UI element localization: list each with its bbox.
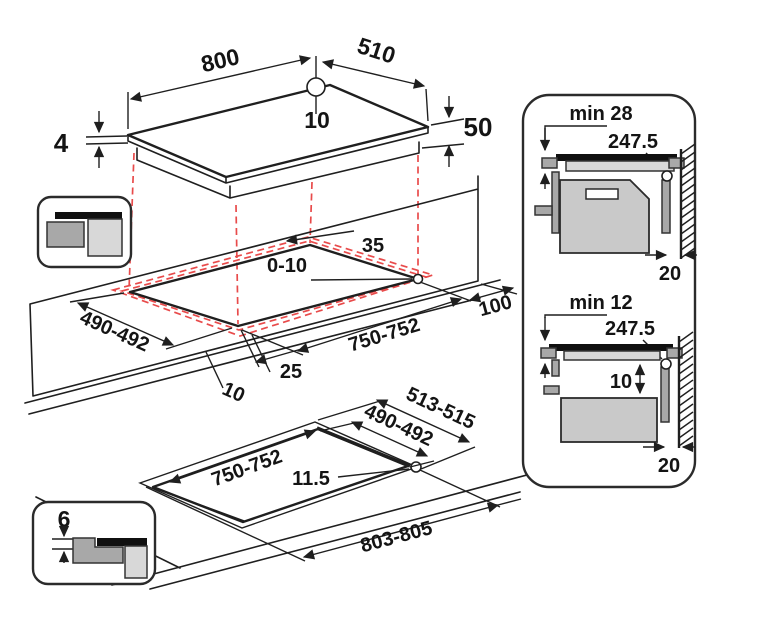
flush-right-clip [666, 347, 683, 359]
hob-glass-edge [127, 126, 429, 184]
projection-line-back [309, 181, 313, 244]
standard-radius-label: 247.5 [608, 131, 658, 153]
standard-mount-section: min 28 247.5 20 [534, 103, 697, 285]
dim-front-inset-label: 25 [280, 361, 302, 383]
dim-hob-depth-label: 510 [354, 32, 399, 69]
oven-body [559, 179, 650, 254]
dim-hob-width-label: 800 [199, 43, 242, 77]
standard-worktop-bar [565, 160, 675, 172]
dim-cutout-width-label: 750-752 [346, 314, 423, 357]
dim-flush-radius-label: 11.5 [292, 468, 330, 490]
flush-radius-marker-section [660, 358, 672, 370]
standard-left-tab [534, 205, 553, 216]
surface-hob-body-block [87, 218, 123, 257]
flush-hob-body-block [124, 545, 148, 579]
surface-mount-inset [36, 195, 133, 269]
dim-flush-outer-width-label: 803-805 [358, 517, 435, 557]
standard-min-clearance-label: min 28 [569, 103, 632, 125]
standard-wall-hatching [680, 143, 696, 259]
dim-cutout-depth-label: 490-492 [76, 307, 152, 357]
surface-hob-glass [55, 212, 122, 219]
wall-clearance-panel: min 28 247.5 20 min 12 [521, 93, 697, 489]
standard-wall-gap-label: 20 [659, 263, 681, 285]
dim-hole-offset-label: 10 [304, 107, 330, 133]
standard-right-rail [661, 179, 671, 234]
hole-marker [306, 77, 326, 97]
hob-footprint-inner [119, 240, 429, 331]
hob-body [136, 141, 420, 199]
flush-left-rail [551, 359, 560, 377]
flush-min-clearance-label: min 12 [569, 292, 632, 314]
oven-vent [585, 188, 619, 200]
flush-wall-gap-label: 20 [658, 455, 680, 477]
standard-glass-bar [556, 154, 677, 161]
flush-radius-label: 247.5 [605, 318, 655, 340]
dim-body-height-label: 50 [464, 112, 493, 142]
flush-wall-hatching [678, 331, 694, 447]
flush-recess-view: 750-752 11.5 490-492 513-515 803-805 [24, 279, 543, 590]
standard-right-clip [668, 157, 685, 169]
dim-side-clearance-label: 100 [476, 291, 514, 321]
flush-mount-section: min 12 247.5 10 20 [539, 292, 695, 477]
dim-front-edge-label: 10 [219, 378, 248, 407]
drawer-body [560, 397, 658, 443]
corner-gap-marker [412, 273, 424, 285]
worktop-edges [29, 175, 479, 397]
hob-glass-top [126, 83, 430, 179]
standard-left-clip [541, 157, 558, 169]
flush-hob-glass [97, 538, 147, 546]
standard-left-rail [551, 171, 560, 234]
hob-footprint-outer [110, 236, 436, 337]
flush-left-tab [543, 385, 560, 395]
flush-left-clip [540, 347, 557, 359]
standard-radius-marker [661, 170, 673, 182]
flush-worktop-bar [563, 350, 661, 361]
dim-glass-thickness-label: 4 [54, 128, 69, 158]
surface-worktop-block [46, 221, 85, 248]
flush-mount-inset: 6 [31, 500, 157, 586]
dim-corner-gap-label: 0-10 [267, 255, 307, 277]
flush-under-clearance-label: 10 [610, 371, 632, 393]
dim-back-clearance-label: 35 [362, 235, 384, 257]
dim-step-depth-label: 6 [58, 506, 71, 532]
flush-glass-bar [549, 344, 673, 351]
flush-right-rail [660, 366, 670, 423]
flush-worktop-step-block [72, 537, 124, 564]
